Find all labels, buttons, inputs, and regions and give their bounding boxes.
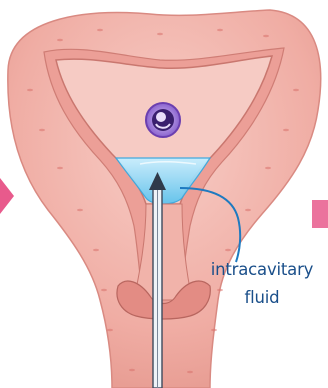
fluid-annotation-label: intracavitary fluid (200, 256, 324, 312)
right-arrow-icon (312, 200, 328, 228)
annotation-line-1: intracavitary (200, 256, 324, 284)
left-arrow-icon (0, 178, 14, 214)
embryo-icon (146, 103, 180, 137)
annotation-line-2: fluid (200, 284, 324, 312)
